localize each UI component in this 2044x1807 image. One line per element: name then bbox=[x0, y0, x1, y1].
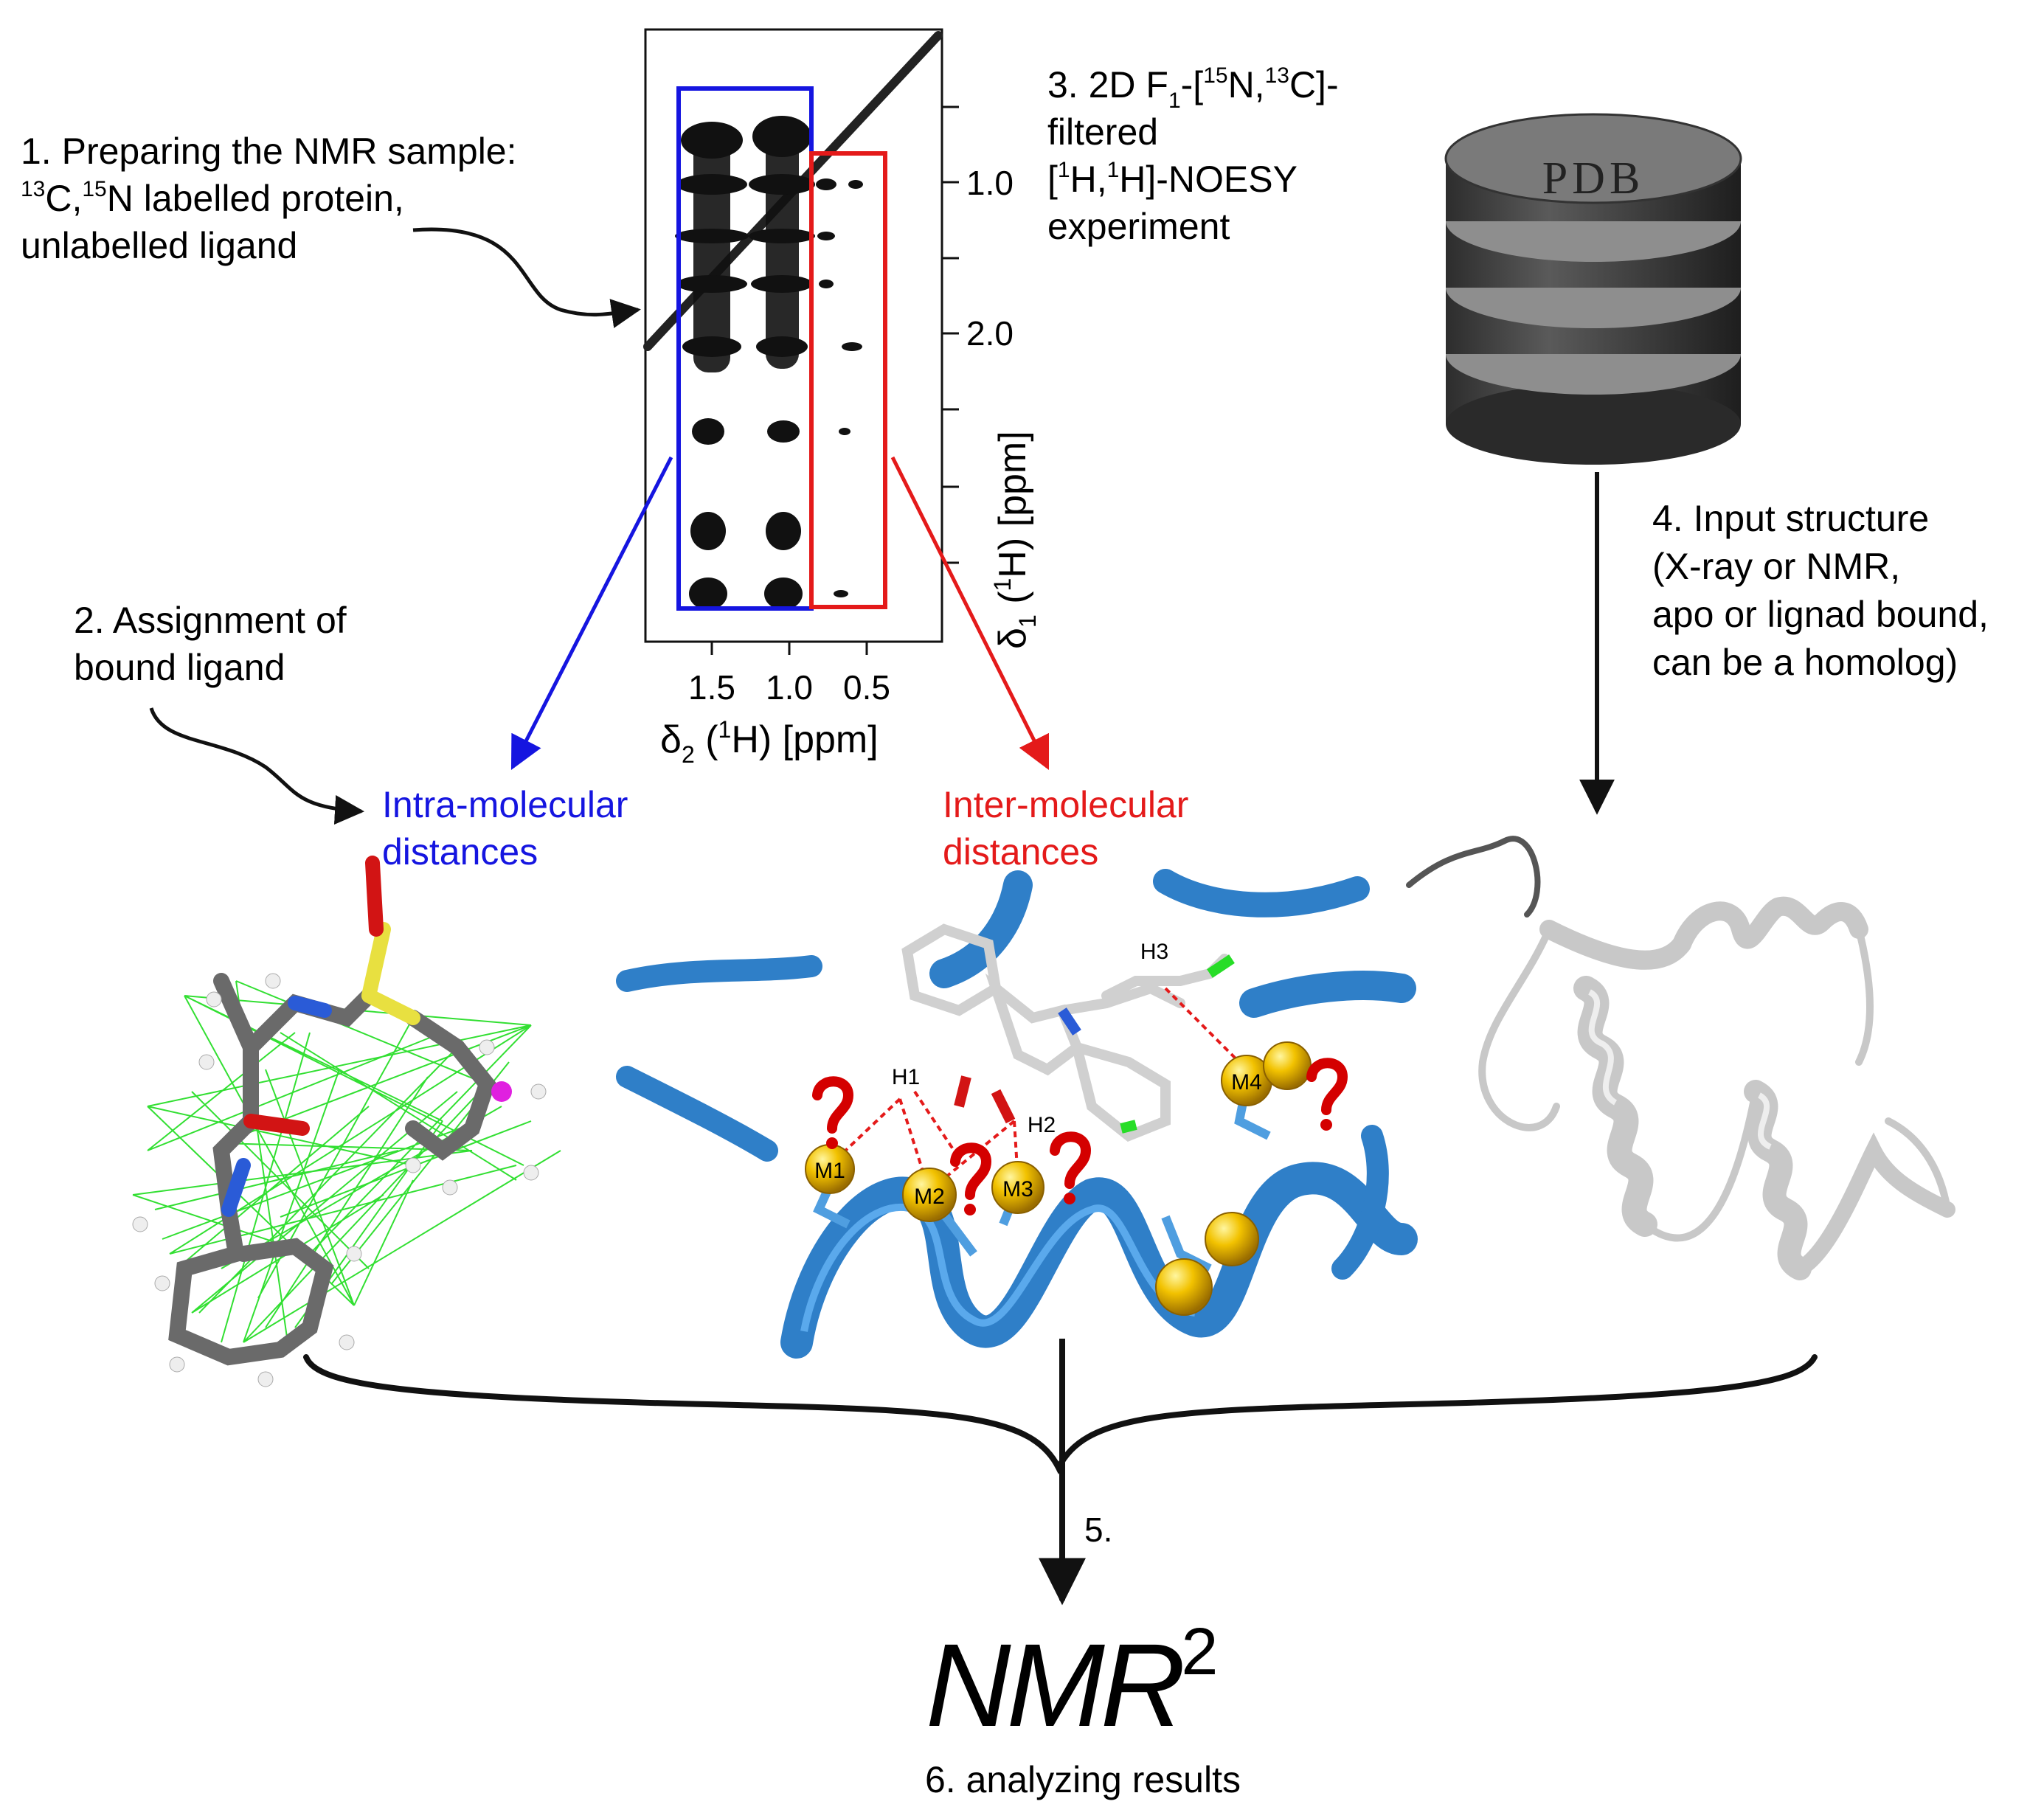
step6-label: 6. analyzing results bbox=[925, 1759, 1241, 1800]
step1-line1: 1. Preparing the NMR sample: bbox=[21, 131, 517, 172]
x-axis-label: δ2 (1H) [ppm] bbox=[660, 716, 879, 768]
ligand-oxygen-bond-2 bbox=[243, 1114, 310, 1136]
intra-arrow bbox=[510, 456, 673, 771]
intra-line2: distances bbox=[382, 831, 538, 873]
x-tick-3: 0.5 bbox=[843, 668, 890, 707]
bound-ligand-o bbox=[991, 1089, 1016, 1124]
input-protein-structure bbox=[1406, 836, 1955, 1280]
proton-label-h3: H3 bbox=[1140, 940, 1168, 964]
ligand-noe-network bbox=[132, 856, 561, 1387]
proton-label-h1: H1 bbox=[892, 1065, 920, 1089]
inter-label: Inter-molecular distances bbox=[943, 784, 1188, 873]
inter-box bbox=[809, 151, 887, 609]
ligand-hydrogens bbox=[132, 973, 547, 1387]
x-tick-2: 1.0 bbox=[766, 668, 813, 707]
merge-brace bbox=[303, 1354, 1818, 1474]
step1-line3: unlabelled ligand bbox=[21, 225, 297, 266]
step5-label: 5. bbox=[1084, 1511, 1112, 1549]
spectrum-peaks bbox=[675, 116, 863, 610]
y-tick-2: 2.0 bbox=[966, 314, 1014, 353]
atom-label-m2: M2 bbox=[914, 1185, 945, 1209]
bound-ligand-o-2 bbox=[954, 1075, 971, 1108]
question-mark-icon bbox=[1050, 1131, 1092, 1189]
step2-line1: 2. Assignment of bbox=[74, 600, 347, 641]
binding-site-view: M1 M2 M3 M4 H1 H2 H3 bbox=[616, 869, 1418, 1359]
atom-extra-2 bbox=[1205, 1212, 1259, 1266]
atom-label-m3: M3 bbox=[1002, 1177, 1033, 1201]
ligand-sulfur-bond bbox=[361, 922, 391, 1003]
step3-line2: filtered bbox=[1047, 111, 1158, 153]
bound-ligand-cl bbox=[1207, 954, 1235, 978]
step4-line2: (X-ray or NMR, bbox=[1652, 546, 1900, 587]
intra-label: Intra-molecular distances bbox=[382, 784, 628, 873]
bound-ligand-cl-2 bbox=[1120, 1120, 1137, 1134]
step3-line1: 3. 2D F1-[15N,13C]- bbox=[1047, 63, 1339, 113]
ligand-n-bonds bbox=[221, 996, 332, 1217]
pdb-label: PDB bbox=[1542, 153, 1645, 204]
atom-label-m1: M1 bbox=[814, 1159, 845, 1183]
x-axis-ticks bbox=[710, 642, 868, 655]
question-mark-icon bbox=[1306, 1058, 1348, 1115]
step3-line4: experiment bbox=[1047, 206, 1230, 247]
ligand-fluorine-atom bbox=[491, 1081, 512, 1102]
step3-line3: [1H,1H]-NOESY bbox=[1047, 158, 1298, 200]
question-mark-dots bbox=[826, 1119, 1332, 1215]
step4-line1: 4. Input structure bbox=[1652, 498, 1929, 539]
question-marks bbox=[812, 1058, 1348, 1200]
step4-line4: can be a homolog) bbox=[1652, 642, 1958, 683]
bound-ligand bbox=[901, 923, 1230, 1142]
atom-m2 bbox=[902, 1168, 957, 1222]
question-mark-icon bbox=[812, 1076, 854, 1134]
ligand-oxygen-bond bbox=[365, 856, 384, 937]
inter-arrow bbox=[890, 456, 1050, 771]
noe-green-lines bbox=[132, 980, 561, 1343]
step4-text: 4. Input structure (X-ray or NMR, apo or… bbox=[1652, 498, 1989, 683]
step1-text: 1. Preparing the NMR sample: 13C,15N lab… bbox=[21, 131, 517, 266]
question-mark-icon bbox=[950, 1142, 992, 1200]
bound-ligand-n bbox=[1058, 1007, 1081, 1036]
step1-arrow bbox=[412, 227, 641, 328]
y-tick-1: 1.0 bbox=[966, 164, 1014, 202]
proton-label-h2: H2 bbox=[1028, 1113, 1056, 1137]
step2-text: 2. Assignment of bound ligand bbox=[74, 600, 347, 688]
step2-arrow bbox=[149, 707, 364, 825]
ligand-sulfur-bond-2 bbox=[361, 988, 420, 1025]
inter-line2: distances bbox=[943, 831, 1098, 873]
y-axis-ticks bbox=[942, 105, 959, 564]
atom-extra-1 bbox=[1263, 1041, 1312, 1090]
gold-atoms bbox=[805, 1041, 1312, 1316]
intra-line1: Intra-molecular bbox=[382, 784, 628, 825]
protein-ribbon-blue bbox=[616, 869, 1418, 1359]
atom-label-m4: M4 bbox=[1231, 1070, 1262, 1095]
nmr-spectrum: 1.5 1.0 0.5 1.0 2.0 δ2 (1H) [ppm] δ1 (1H… bbox=[643, 28, 1041, 768]
atom-extra-3 bbox=[1155, 1258, 1213, 1316]
step1-line2: 13C,15N labelled protein, bbox=[21, 177, 404, 219]
step3-text: 3. 2D F1-[15N,13C]- filtered [1H,1H]-NOE… bbox=[1047, 63, 1339, 247]
nmr2-logo: NMR2 bbox=[926, 1615, 1215, 1751]
inter-line1: Inter-molecular bbox=[943, 784, 1188, 825]
step2-line2: bound ligand bbox=[74, 647, 285, 688]
protein-ribbon-highlight bbox=[800, 1203, 1196, 1332]
x-tick-1: 1.5 bbox=[688, 668, 735, 707]
y-axis-label: δ1 (1H) [ppm] bbox=[989, 431, 1041, 649]
atom-m3 bbox=[991, 1161, 1044, 1214]
protein-ribbon-grey-highlight bbox=[1587, 989, 1772, 1150]
protein-ribbon-grey bbox=[1406, 836, 1955, 1280]
step4-line3: apo or lignad bound, bbox=[1652, 594, 1989, 635]
pdb-database-icon: PDB bbox=[1444, 113, 1742, 465]
